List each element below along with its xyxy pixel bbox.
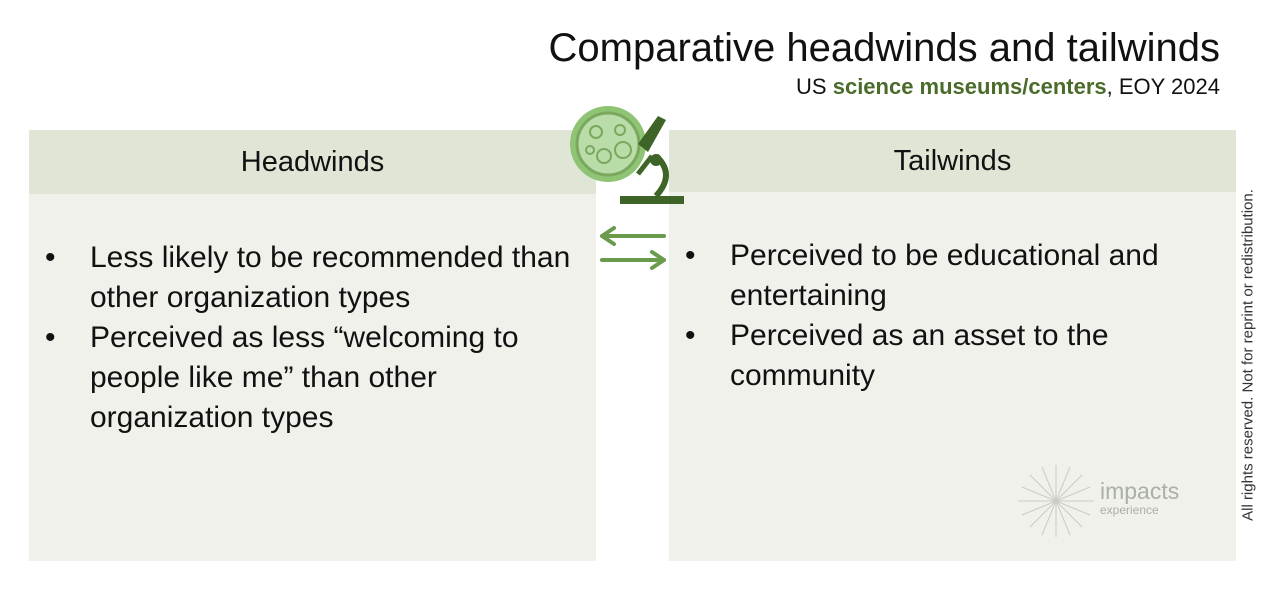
subtitle-suffix: , EOY 2024 <box>1106 74 1220 99</box>
list-item: Perceived as less “welcoming to people l… <box>45 318 586 438</box>
headwinds-list: Less likely to be recommended than other… <box>45 238 586 438</box>
list-item: Less likely to be recommended than other… <box>45 238 586 318</box>
rights-notice: All rights reserved. Not for reprint or … <box>1239 189 1257 521</box>
tailwinds-header: Tailwinds <box>669 130 1236 192</box>
subtitle-prefix: US <box>796 74 833 99</box>
headwinds-header: Headwinds <box>29 130 596 194</box>
tailwinds-list: Perceived to be educational and entertai… <box>685 236 1226 396</box>
exchange-arrows-icon <box>600 226 666 270</box>
logo-tagline: experience <box>1100 503 1159 517</box>
page-title: Comparative headwinds and tailwinds <box>548 26 1220 70</box>
subtitle-highlight: science museums/centers <box>832 74 1107 99</box>
list-item: Perceived to be educational and entertai… <box>685 236 1226 316</box>
tailwinds-panel: Tailwinds Perceived to be educational an… <box>669 130 1236 561</box>
impacts-logo: impacts experience <box>1018 463 1179 544</box>
microscope-icon <box>570 106 684 204</box>
page-subtitle: US science museums/centers, EOY 2024 <box>796 74 1220 100</box>
logo-name: impacts <box>1100 478 1180 504</box>
list-item: Perceived as an asset to the community <box>685 316 1226 396</box>
starburst-icon <box>1018 465 1094 537</box>
headwinds-panel: Headwinds Less likely to be recommended … <box>29 130 596 561</box>
